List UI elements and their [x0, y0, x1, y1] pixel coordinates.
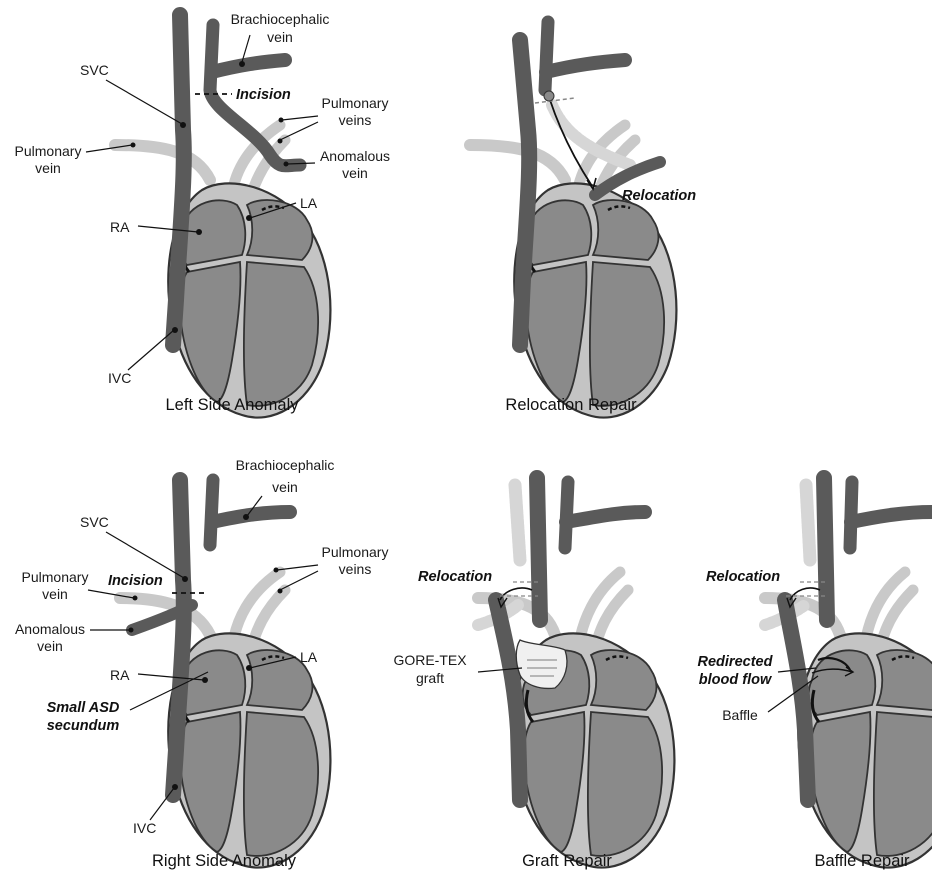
label-incision-r: Incision	[108, 573, 163, 589]
pulmonary-vein-left	[115, 145, 210, 180]
caption-graft-repair: Graft Repair	[522, 852, 612, 870]
label-ra-r: RA	[110, 667, 130, 683]
label-brachiocephalic-r: Brachiocephalic	[236, 457, 335, 473]
label-brachiocephalic: Brachiocephalic	[231, 11, 330, 27]
label-baffle: Baffle	[722, 707, 758, 723]
label-brachiocephalic-r-2: vein	[272, 479, 298, 495]
label-pulmonary-vein-r-2: vein	[42, 586, 68, 602]
label-anomalous-vein-r: Anomalous	[15, 621, 85, 637]
label-gore-tex: GORE-TEX	[393, 652, 467, 668]
label-pulmonary-veins: Pulmonary	[322, 95, 389, 111]
label-gore-tex-2: graft	[416, 670, 444, 686]
label-anomalous-vein-2: vein	[342, 165, 368, 181]
label-pulmonary-veins-2: veins	[339, 112, 372, 128]
caption-baffle-repair: Baffle Repair	[814, 852, 910, 870]
label-ra: RA	[110, 219, 130, 235]
label-pulmonary-vein: Pulmonary	[15, 143, 82, 159]
label-relocation: Relocation	[622, 188, 696, 204]
heart-relocation	[514, 183, 676, 417]
label-relocation-graft: Relocation	[418, 569, 492, 585]
label-ivc-r: IVC	[133, 820, 156, 836]
svc-ivc-vessel	[173, 15, 184, 345]
label-redirected: Redirected	[698, 654, 774, 670]
label-svc-r: SVC	[80, 514, 109, 530]
ghost-svc	[515, 485, 520, 560]
label-ivc: IVC	[108, 370, 131, 386]
label-anomalous-vein-r-2: vein	[37, 638, 63, 654]
label-pulmonary-vein-r: Pulmonary	[22, 569, 89, 585]
label-incision: Incision	[236, 87, 291, 103]
panel-baffle-repair: Relocation Redirected blood flow Baffle B…	[698, 478, 932, 870]
panel-relocation-repair: Relocation Relocation Repair	[470, 22, 696, 418]
relocated-svc	[537, 478, 540, 620]
brachiocephalic-vein-vessel	[212, 60, 285, 72]
heart-baffle	[798, 633, 932, 867]
label-small-asd-2: secundum	[47, 718, 120, 734]
caption-relocation-repair: Relocation Repair	[505, 396, 637, 414]
panel-left-side-anomaly: Brachiocephalic vein SVC Incision Pulmona…	[15, 11, 390, 418]
caption-left-side-anomaly: Left Side Anomaly	[166, 396, 300, 414]
label-pulmonary-vein-2: vein	[35, 160, 61, 176]
label-small-asd: Small ASD	[47, 700, 120, 716]
panel-graft-repair: Relocation GORE-TEX graft Graft Repair	[393, 478, 674, 870]
label-pulmonary-veins-r-2: veins	[339, 561, 372, 577]
label-relocation-baffle: Relocation	[706, 569, 780, 585]
label-pulmonary-veins-r: Pulmonary	[322, 544, 389, 560]
label-anomalous-vein: Anomalous	[320, 148, 390, 164]
label-redirected-2: blood flow	[699, 672, 773, 688]
label-brachiocephalic-2: vein	[267, 29, 293, 45]
label-svc: SVC	[80, 62, 109, 78]
caption-right-side-anomaly: Right Side Anomaly	[152, 852, 297, 870]
label-la: LA	[300, 195, 318, 211]
label-la-r: LA	[300, 649, 318, 665]
